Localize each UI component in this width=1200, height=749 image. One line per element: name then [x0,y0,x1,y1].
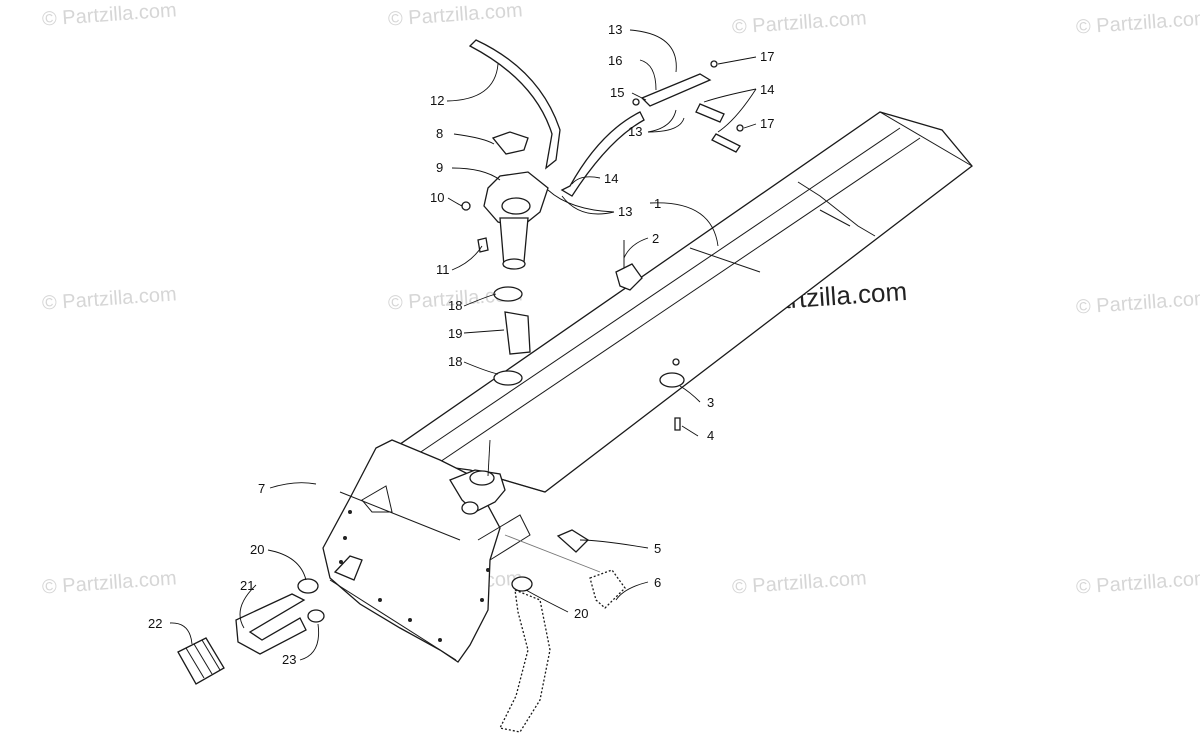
callout-18: 18 [448,354,462,369]
bracket-part-5 [556,529,590,553]
elbow-hose-part-21 [235,593,307,655]
callout-23: 23 [282,652,296,667]
callout-1: 1 [654,196,661,211]
bracket-part-6 [589,569,626,609]
callout-12: 12 [430,93,444,108]
callout-13: 13 [618,204,632,219]
callout-20: 20 [574,606,588,621]
hose-clamp-part-20-left [297,578,319,594]
callout-16: 16 [608,53,622,68]
callout-20: 20 [250,542,264,557]
coolant-hose-part-19 [504,311,531,355]
callout-22: 22 [148,616,162,631]
callout-7: 7 [258,481,265,496]
callout-5: 5 [654,541,661,556]
callout-4: 4 [707,428,714,443]
overflow-hose-part-12 [468,39,561,170]
callout-11: 11 [436,262,450,277]
callout-18: 18 [448,298,462,313]
callout-10: 10 [430,190,444,205]
grommet-part-3 [659,372,685,388]
callout-14: 14 [604,171,618,186]
hose-clamp-part-18-lower [493,370,523,386]
callout-labels: 1 2 3 4 5 6 7 8 9 10 11 12 13 13 13 14 1… [148,22,774,667]
callout-3: 3 [707,395,714,410]
hose-clamp-part-23 [307,609,325,623]
front-heat-exchanger-part [322,439,531,663]
callout-13: 13 [608,22,622,37]
callout-6: 6 [654,575,661,590]
nut-part [672,358,680,366]
leader-lines [169,29,757,661]
hose-clamp-part-20-right [511,576,533,592]
callout-15: 15 [610,85,624,100]
vent-hose-part-14 [560,111,645,197]
filler-neck-assembly [461,131,549,270]
hose-clamp-part-18-upper [493,286,523,302]
callout-13: 13 [628,124,642,139]
tee-fitting-cluster [632,60,744,153]
callout-2: 2 [652,231,659,246]
callout-14: 14 [760,82,774,97]
screw-part-4 [674,417,681,431]
callout-9: 9 [436,160,443,175]
callout-8: 8 [436,126,443,141]
lower-coolant-hose [499,588,551,733]
callout-19: 19 [448,326,462,341]
callout-17: 17 [760,49,774,64]
callout-21: 21 [240,578,254,593]
hose-coupler-part-22 [177,637,225,685]
callout-17: 17 [760,116,774,131]
temp-sensor-part-2 [615,240,643,291]
